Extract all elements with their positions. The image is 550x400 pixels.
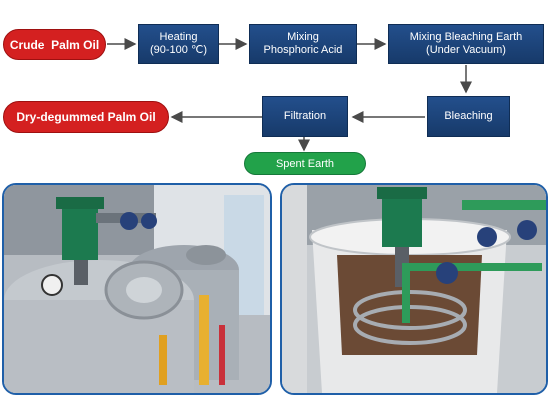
bleaching-tanks-illustration <box>4 185 270 393</box>
flow-arrows <box>107 38 472 152</box>
heating-step: Heating (90-100 ℃) <box>138 24 219 64</box>
spent-earth-node: Spent Earth <box>244 152 366 175</box>
crude-palm-oil-node: Crude Palm Oil <box>3 29 106 60</box>
heating-label: Heating <box>159 31 198 43</box>
mixing-earth-label-line1: Mixing Bleaching Earth <box>409 31 523 43</box>
filtration-label: Filtration <box>283 110 327 122</box>
filtration-step: Filtration <box>262 96 348 137</box>
mixing-acid-label-line2: Phosphoric Acid <box>263 44 343 56</box>
spent-earth-label: Spent Earth <box>275 157 335 170</box>
agitator-tank-illustration <box>282 185 546 393</box>
dry-degummed-palm-oil-node: Dry-degummed Palm Oil <box>3 101 169 133</box>
mixing-bleaching-earth-step: Mixing Bleaching Earth (Under Vacuum) <box>388 24 544 64</box>
heating-temperature: (90-100 ℃) <box>150 44 207 56</box>
photo-bleaching-tanks <box>2 183 272 395</box>
bleaching-step: Bleaching <box>427 96 510 137</box>
mixing-acid-label-line1: Mixing <box>287 31 319 43</box>
dry-degummed-label: Dry-degummed Palm Oil <box>16 110 156 124</box>
crude-palm-oil-label: Crude Palm Oil <box>9 37 100 52</box>
bleaching-label: Bleaching <box>444 110 493 122</box>
photo-agitator-tank <box>280 183 548 395</box>
mixing-phosphoric-acid-step: Mixing Phosphoric Acid <box>249 24 357 64</box>
mixing-earth-label-line2: (Under Vacuum) <box>426 44 506 56</box>
